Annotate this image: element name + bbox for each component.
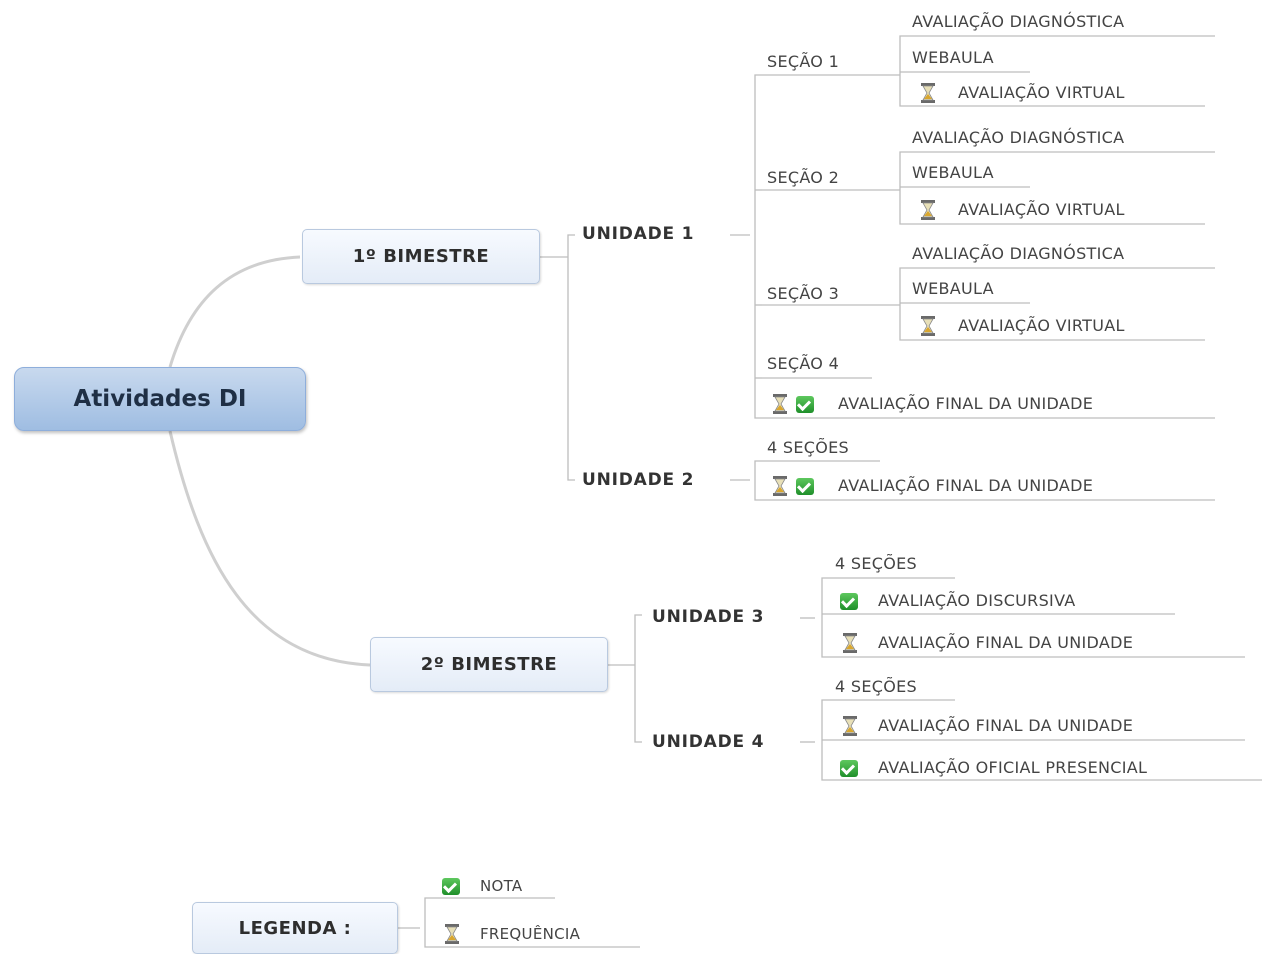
secao-2-virtual-label: AVALIAÇÃO VIRTUAL (958, 200, 1125, 219)
unidade-2[interactable]: UNIDADE 2 (582, 470, 695, 490)
hourglass-icon (920, 200, 936, 220)
secao-2-diagnostica[interactable]: AVALIAÇÃO DIAGNÓSTICA (912, 128, 1125, 147)
legend-frequencia-label: FREQUÊNCIA (480, 925, 581, 943)
unidade-3-final[interactable]: AVALIAÇÃO FINAL DA UNIDADE (842, 631, 1133, 655)
unidade-3-final-label: AVALIAÇÃO FINAL DA UNIDADE (878, 633, 1134, 652)
hourglass-icon (842, 716, 858, 736)
unidade-1[interactable]: UNIDADE 1 (582, 224, 695, 244)
unidade-4[interactable]: UNIDADE 4 (652, 732, 765, 752)
secao-1[interactable]: SEÇÃO 1 (767, 52, 840, 71)
legend-nota-label: NOTA (480, 877, 523, 895)
hourglass-icon (444, 924, 460, 944)
legend-frequencia: FREQUÊNCIA (444, 922, 580, 946)
secao-3-virtual[interactable]: AVALIAÇÃO VIRTUAL (920, 314, 1125, 338)
secao-1-virtual-label: AVALIAÇÃO VIRTUAL (958, 83, 1125, 102)
secao-3-diagnostica[interactable]: AVALIAÇÃO DIAGNÓSTICA (912, 244, 1125, 263)
unidade-4-final[interactable]: AVALIAÇÃO FINAL DA UNIDADE (842, 714, 1133, 738)
check-icon (840, 592, 858, 610)
secao-3[interactable]: SEÇÃO 3 (767, 284, 840, 303)
unidade-3-discursiva[interactable]: AVALIAÇÃO DISCURSIVA (840, 589, 1076, 613)
check-icon (840, 759, 858, 777)
topic-1-bimestre[interactable]: 1º BIMESTRE (302, 229, 540, 284)
check-icon (796, 477, 814, 495)
unidade-4-oficial[interactable]: AVALIAÇÃO OFICIAL PRESENCIAL (840, 756, 1147, 780)
secao-1-webaula[interactable]: WEBAULA (912, 48, 994, 67)
unidade-2-secoes[interactable]: 4 SEÇÕES (767, 438, 849, 457)
legend-nota: NOTA (442, 874, 523, 898)
check-icon (796, 395, 814, 413)
legend-title: LEGENDA : (192, 902, 398, 954)
secao-4[interactable]: SEÇÃO 4 (767, 354, 840, 373)
hourglass-icon (772, 476, 788, 496)
secao-2-virtual[interactable]: AVALIAÇÃO VIRTUAL (920, 198, 1125, 222)
secao-3-webaula[interactable]: WEBAULA (912, 279, 994, 298)
unidade-4-secoes[interactable]: 4 SEÇÕES (835, 677, 917, 696)
hourglass-icon (772, 394, 788, 414)
root-topic[interactable]: Atividades DI (14, 367, 306, 431)
check-icon (442, 877, 460, 895)
unidade-2-final-label: AVALIAÇÃO FINAL DA UNIDADE (838, 476, 1094, 495)
unidade-4-final-label: AVALIAÇÃO FINAL DA UNIDADE (878, 716, 1134, 735)
secao-1-virtual[interactable]: AVALIAÇÃO VIRTUAL (920, 81, 1125, 105)
hourglass-icon (842, 633, 858, 653)
secao-2[interactable]: SEÇÃO 2 (767, 168, 840, 187)
unidade-3-discursiva-label: AVALIAÇÃO DISCURSIVA (878, 591, 1076, 610)
secao-2-webaula[interactable]: WEBAULA (912, 163, 994, 182)
unidade-1-final[interactable]: AVALIAÇÃO FINAL DA UNIDADE (772, 392, 1093, 416)
unidade-3[interactable]: UNIDADE 3 (652, 607, 765, 627)
unidade-2-final[interactable]: AVALIAÇÃO FINAL DA UNIDADE (772, 474, 1093, 498)
topic-2-bimestre[interactable]: 2º BIMESTRE (370, 637, 608, 692)
hourglass-icon (920, 83, 936, 103)
unidade-3-secoes[interactable]: 4 SEÇÕES (835, 554, 917, 573)
hourglass-icon (920, 316, 936, 336)
secao-3-virtual-label: AVALIAÇÃO VIRTUAL (958, 316, 1125, 335)
unidade-4-oficial-label: AVALIAÇÃO OFICIAL PRESENCIAL (878, 758, 1148, 777)
secao-1-diagnostica[interactable]: AVALIAÇÃO DIAGNÓSTICA (912, 12, 1125, 31)
unidade-1-final-label: AVALIAÇÃO FINAL DA UNIDADE (838, 394, 1094, 413)
